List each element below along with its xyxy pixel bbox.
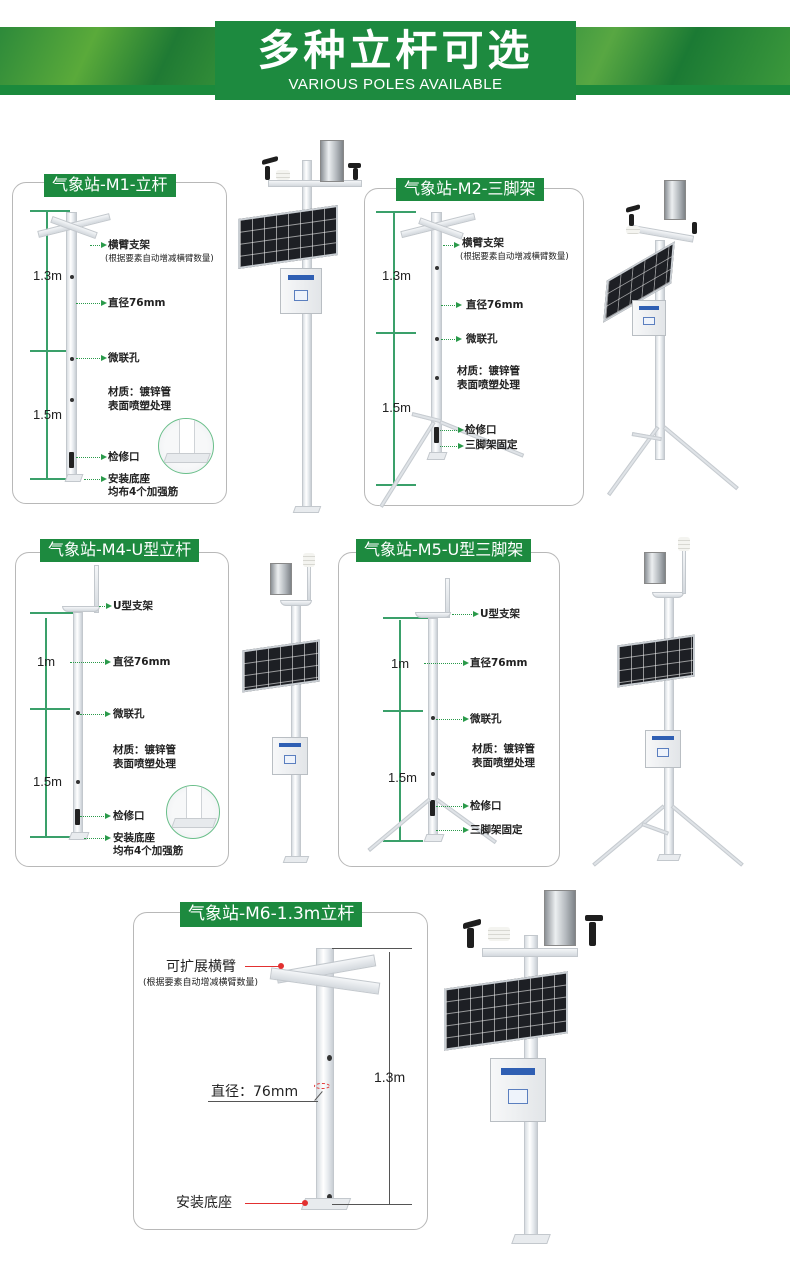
base-detail-circle bbox=[166, 785, 220, 839]
base-detail-circle bbox=[158, 418, 214, 474]
m1-dim-upper: 1.3m bbox=[33, 268, 62, 283]
m4-label-material-1: 材质：镀锌管 bbox=[113, 744, 176, 756]
m2-label-material-1: 材质：镀锌管 bbox=[457, 365, 520, 377]
m6-dim-height: 1.3m bbox=[374, 1069, 406, 1085]
m2-label-tripod: 三脚架固定 bbox=[465, 439, 518, 451]
m5-label-u-bracket: U型支架 bbox=[480, 608, 521, 620]
m1-label-base-2: 均布4个加强筋 bbox=[108, 486, 179, 498]
m6-label-base: 安装底座 bbox=[176, 1195, 232, 1211]
m5-label-material-2: 表面喷塑处理 bbox=[472, 757, 535, 769]
m1-label-diameter: 直径76mm bbox=[108, 297, 166, 309]
m2-dim-upper: 1.3m bbox=[382, 268, 411, 283]
m6-label-arm-note: (根据要素自动增减横臂数量) bbox=[143, 978, 259, 988]
m2-label-door: 检修口 bbox=[465, 424, 497, 436]
m2-dim-lower: 1.5m bbox=[382, 400, 411, 415]
m5-label-hole: 微联孔 bbox=[470, 713, 502, 725]
m1-label-material-1: 材质：镀锌管 bbox=[108, 386, 171, 398]
m1-label-arm-note: (根据要素自动增减横臂数量) bbox=[105, 254, 214, 264]
m1-label-arm: 横臂支架 bbox=[108, 239, 150, 251]
m2-label-arm-note: (根据要素自动增减横臂数量) bbox=[460, 252, 569, 262]
m4-dim-lower: 1.5m bbox=[33, 774, 62, 789]
m2-label-diameter: 直径76mm bbox=[466, 299, 524, 311]
m1-label-base-1: 安装底座 bbox=[108, 473, 150, 485]
m5-label-diameter: 直径76mm bbox=[470, 657, 528, 669]
m1-label-hole: 微联孔 bbox=[108, 352, 140, 364]
card-m2 bbox=[364, 188, 584, 506]
m4-label-base-1: 安装底座 bbox=[113, 832, 155, 844]
m4-label-door: 检修口 bbox=[113, 810, 145, 822]
m4-label-hole: 微联孔 bbox=[113, 708, 145, 720]
m1-label-door: 检修口 bbox=[108, 451, 140, 463]
m2-label-arm: 横臂支架 bbox=[462, 237, 504, 249]
m4-label-u-bracket: U型支架 bbox=[113, 600, 154, 612]
card-m2-title: 气象站-M2-三脚架 bbox=[396, 178, 544, 201]
m4-dim-upper: 1m bbox=[37, 654, 56, 669]
m2-label-hole: 微联孔 bbox=[466, 333, 498, 345]
m1-dim-lower: 1.5m bbox=[33, 407, 62, 422]
m5-label-material-1: 材质：镀锌管 bbox=[472, 743, 535, 755]
card-m1-title: 气象站-M1-立杆 bbox=[44, 174, 176, 197]
m6-label-diameter: 直径：76mm bbox=[211, 1084, 299, 1100]
m1-label-material-2: 表面喷塑处理 bbox=[108, 400, 171, 412]
m6-label-arm: 可扩展横臂 bbox=[166, 959, 236, 975]
card-m6-title: 气象站-M6-1.3m立杆 bbox=[180, 902, 363, 927]
m5-dim-upper: 1m bbox=[391, 656, 410, 671]
card-m4-title: 气象站-M4-U型立杆 bbox=[40, 539, 200, 562]
m2-label-material-2: 表面喷塑处理 bbox=[457, 379, 520, 391]
m5-label-door: 检修口 bbox=[470, 800, 502, 812]
m4-label-base-2: 均布4个加强筋 bbox=[113, 845, 184, 857]
page-subtitle: VARIOUS POLES AVAILABLE bbox=[288, 76, 503, 93]
m4-label-diameter: 直径76mm bbox=[113, 656, 171, 668]
m5-dim-lower: 1.5m bbox=[388, 770, 417, 785]
banner-title-box: 多种立杆可选 VARIOUS POLES AVAILABLE bbox=[215, 21, 576, 100]
card-m5-title: 气象站-M5-U型三脚架 bbox=[356, 539, 532, 562]
m5-label-tripod: 三脚架固定 bbox=[470, 824, 523, 836]
page-title: 多种立杆可选 bbox=[257, 26, 534, 75]
m4-label-material-2: 表面喷塑处理 bbox=[113, 758, 176, 770]
